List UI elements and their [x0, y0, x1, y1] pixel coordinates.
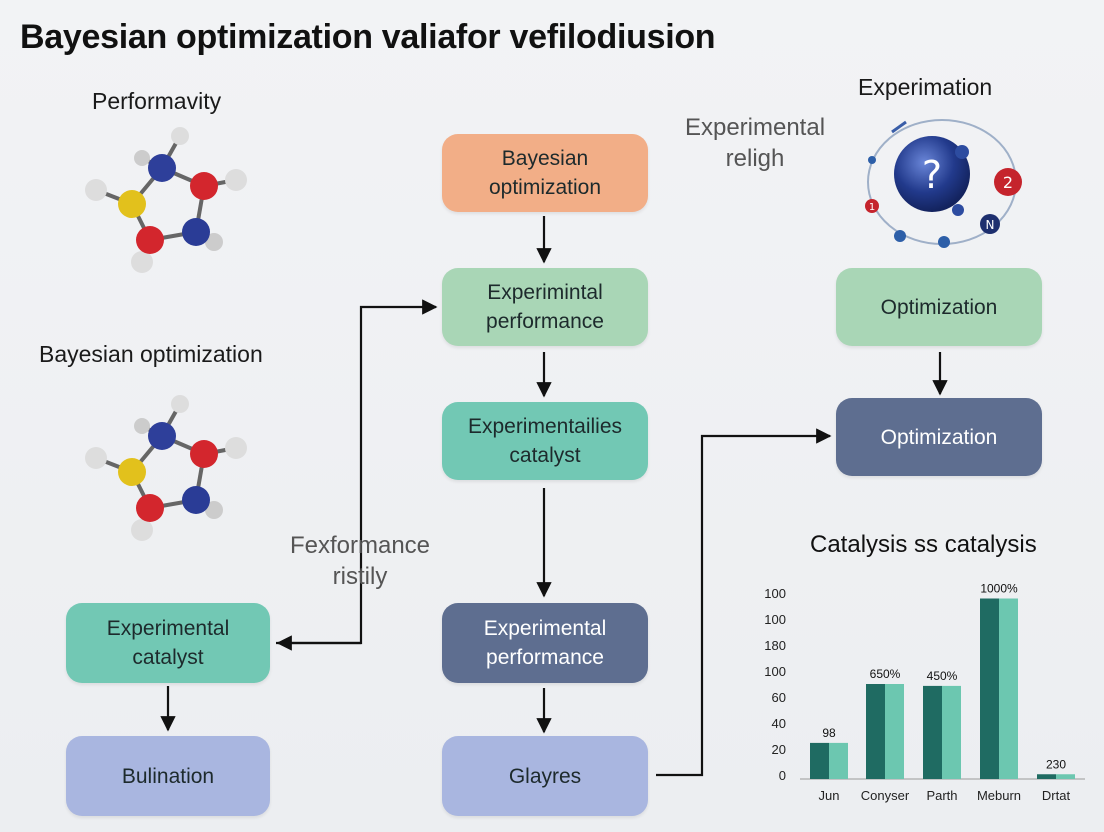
- bar-data-label: 650%: [870, 667, 901, 681]
- performavity-label: Performavity: [92, 88, 222, 114]
- molecule-icon: [85, 395, 247, 541]
- bar-data-label: 98: [822, 726, 836, 740]
- optimization-orb-icon: ? 2 1 N: [865, 119, 1022, 248]
- bar-drtat: 230: [1037, 757, 1075, 779]
- y-tick-label: 20: [771, 742, 786, 757]
- bar-data-label: 450%: [927, 669, 958, 683]
- y-tick-label: 100: [764, 612, 786, 627]
- bar-chart: 98 650% 450% 1000% 230: [800, 582, 1085, 780]
- bar-data-label: 1000%: [980, 582, 1018, 596]
- x-tick-label: Drtat: [1041, 788, 1071, 803]
- page-title: Bayesian optimization valiafor vefilodiu…: [20, 18, 716, 56]
- y-tick-label: 180: [764, 638, 786, 653]
- x-tick-label: Conyser: [860, 788, 910, 803]
- experimation-label: Experimation: [858, 74, 993, 100]
- x-axis-labels: Jun Conyser Parth Meburn Drtat: [800, 788, 1090, 806]
- svg-text:N: N: [986, 218, 995, 232]
- y-tick-label: 0: [778, 768, 786, 783]
- optimization-box-2: Optimization: [836, 398, 1042, 476]
- x-tick-label: Meburn: [976, 788, 1022, 803]
- x-tick-label: Jun: [818, 788, 840, 803]
- y-tick-label: 100: [764, 586, 786, 601]
- orb-symbol: ?: [922, 153, 942, 197]
- y-tick-label: 60: [771, 690, 786, 705]
- bar-jun: 98: [810, 726, 848, 779]
- bar-meburn: 1000%: [980, 582, 1018, 779]
- svg-text:2: 2: [1003, 173, 1013, 192]
- bulination-box: Bulination: [66, 736, 270, 816]
- bar-parth: 450%: [923, 669, 961, 779]
- bar-conyser: 650%: [866, 667, 904, 779]
- bayesian-optimization-label: Bayesian optimization: [39, 341, 263, 367]
- svg-text:1: 1: [869, 202, 875, 213]
- y-tick-label: 40: [771, 716, 786, 731]
- x-tick-label: Parth: [926, 788, 958, 803]
- bar-data-label: 230: [1046, 757, 1066, 771]
- y-tick-label: 100: [764, 664, 786, 679]
- molecule-icon: [85, 127, 247, 273]
- optimization-box: Optimization: [836, 268, 1042, 346]
- chart-title: Catalysis ss catalysis: [810, 531, 1037, 558]
- glayres-box: Glayres: [442, 736, 648, 816]
